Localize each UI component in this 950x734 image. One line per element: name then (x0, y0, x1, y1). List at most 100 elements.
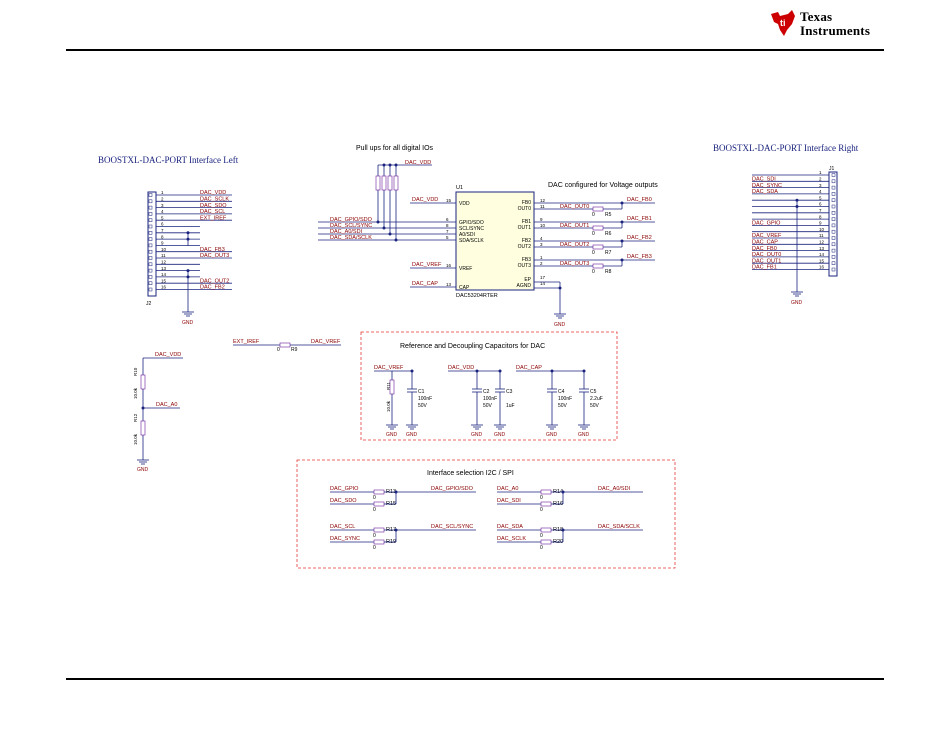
footer-rule (66, 678, 884, 680)
u1-gnd-label: GND (554, 322, 566, 328)
u1-pin-number: 7 (446, 229, 449, 234)
u1-pin-number: 2 (540, 261, 543, 266)
j2-pin-pad (148, 281, 153, 285)
j1-net-label: DAC_FB0 (752, 246, 777, 252)
j1-net-label: DAC_OUT1 (752, 258, 781, 264)
cap-ref: C5 (590, 389, 597, 395)
junction-dot (561, 528, 565, 532)
r9-right-net: DAC_VREF (311, 339, 341, 345)
j1-pin-number: 6 (819, 202, 822, 207)
j2-pin-number: 7 (161, 228, 164, 233)
j2-pin-number: 8 (161, 234, 164, 239)
ifsel-net-in: DAC_SDA (497, 524, 523, 530)
ti-logo: ti Texas Instruments (768, 8, 888, 42)
j1-pin-pad (831, 255, 836, 259)
j2-pin-number: 10 (161, 247, 167, 252)
j1-pin-pad (831, 211, 836, 215)
j1-pin-number: 14 (819, 252, 825, 257)
j2-pin-pad (148, 205, 153, 210)
j2-net-label: DAC_SCL (200, 209, 225, 215)
j2-pin-number: 16 (161, 285, 167, 290)
u1-pin-number: 17 (540, 275, 546, 280)
j1-pin-pad (831, 267, 836, 272)
j2-pin-pad (148, 237, 153, 241)
gnd-label: GND (494, 432, 506, 438)
divider-r-bot: R12 (133, 413, 138, 422)
j1-pin-pad (831, 198, 836, 202)
ti-state-icon: ti (771, 10, 795, 36)
j2-pin-number: 11 (161, 253, 166, 258)
fb-resistor (592, 263, 604, 269)
header-right: BOOSTXL-DAC-PORT Interface Right (713, 143, 859, 153)
header-pullups: Pull ups for all digital IOs (356, 145, 434, 152)
svg-text:ti: ti (780, 18, 786, 28)
j2-pin-pad (148, 212, 153, 216)
u1-pin-number: 4 (540, 236, 543, 241)
u1-ref: U1 (456, 185, 463, 191)
j2-net-label: DAC_OUT2 (200, 278, 229, 284)
j1-pin-pad (831, 242, 836, 247)
junction-dot (561, 490, 565, 494)
u1-pin-number: 16 (446, 263, 452, 268)
u1-pin-number: 1 (540, 255, 543, 260)
j1-gnd-label: GND (791, 300, 803, 306)
junction-dot (394, 528, 398, 532)
ifsel-res-val: 0 (373, 533, 376, 539)
j1-pin-pad (831, 173, 836, 177)
out-net-label: DAC_OUT0 (560, 204, 589, 210)
u1-pin-name: CAP (459, 285, 470, 291)
ifsel-net-out: DAC_A0/SDI (598, 486, 631, 492)
u1-pin-name: FB3 (522, 257, 531, 263)
r9-link: EXT_IREF DAC_VREF R9 0 (233, 339, 341, 353)
j1-net-label: DAC_FB1 (752, 265, 777, 271)
j1-pin-number: 9 (819, 221, 822, 226)
ifsel-net-in: DAC_SDO (330, 498, 357, 504)
cap-voltage: 50V (558, 403, 568, 409)
ifsel-res-val: 0 (373, 507, 376, 513)
fb-res-val: 0 (592, 212, 595, 218)
cap-value: 2.2uF (590, 396, 603, 402)
out-net-label: DAC_OUT3 (560, 261, 589, 267)
connector-j1: J1 12DAC_SDI3DAC_SYNC4DAC_SDA56789DAC_GP… (752, 166, 838, 306)
j2-ref: J2 (146, 301, 152, 307)
junction-dot (376, 220, 380, 224)
j2-pin-pad (148, 218, 153, 222)
header-interface: Interface selection I2C / SPI (427, 470, 514, 477)
ifsel-resistor (540, 539, 552, 545)
j2-pin-number: 2 (161, 197, 164, 202)
u1-pin-name: OUT2 (518, 244, 532, 250)
j2-pin-number: 5 (161, 215, 164, 220)
ifsel-net-out: DAC_GPIO/SDO (431, 486, 474, 492)
header-dac-config: DAC configured for Voltage outputs (548, 182, 658, 189)
a0-divider: DAC_VDD DAC_A0 R10 10.0k R12 10.0k GND (133, 352, 183, 473)
u1-left-net: DAC_CAP (412, 281, 438, 287)
cap-voltage: 50V (418, 403, 428, 409)
j1-ref: J1 (829, 166, 835, 172)
fb-res-val: 0 (592, 269, 595, 275)
fb-res-ref: R6 (605, 231, 612, 237)
u1-pin-name: SDA/SCLK (459, 238, 484, 244)
j1-pin-number: 7 (819, 208, 822, 213)
ifsel-resistor (373, 539, 385, 545)
u1-pin-name: VREF (459, 266, 472, 272)
j1-pin-pad (831, 248, 836, 253)
j1-pin-number: 11 (819, 233, 824, 238)
j2-pin-number: 3 (161, 203, 164, 208)
j1-pin-pad (831, 185, 836, 190)
j1-net-label: DAC_SDA (752, 189, 778, 195)
j1-net-label: DAC_SDI (752, 177, 776, 183)
cap-ref: C1 (418, 389, 425, 395)
ifsel-resistor (540, 489, 552, 495)
j2-pin-pad (148, 268, 153, 273)
divider-gnd-label: GND (137, 467, 149, 473)
j1-net-label: DAC_CAP (752, 240, 778, 246)
j1-pin-number: 5 (819, 195, 822, 200)
junction-dot (394, 238, 398, 242)
j2-pin-pad (148, 256, 153, 260)
j2-pin-pad (148, 224, 153, 229)
j1-pin-number: 2 (819, 177, 822, 182)
j2-net-label: DAC_OUT3 (200, 253, 229, 259)
junction-dot (394, 490, 398, 494)
u1-pin-name: GPIO/SDO (459, 220, 484, 226)
